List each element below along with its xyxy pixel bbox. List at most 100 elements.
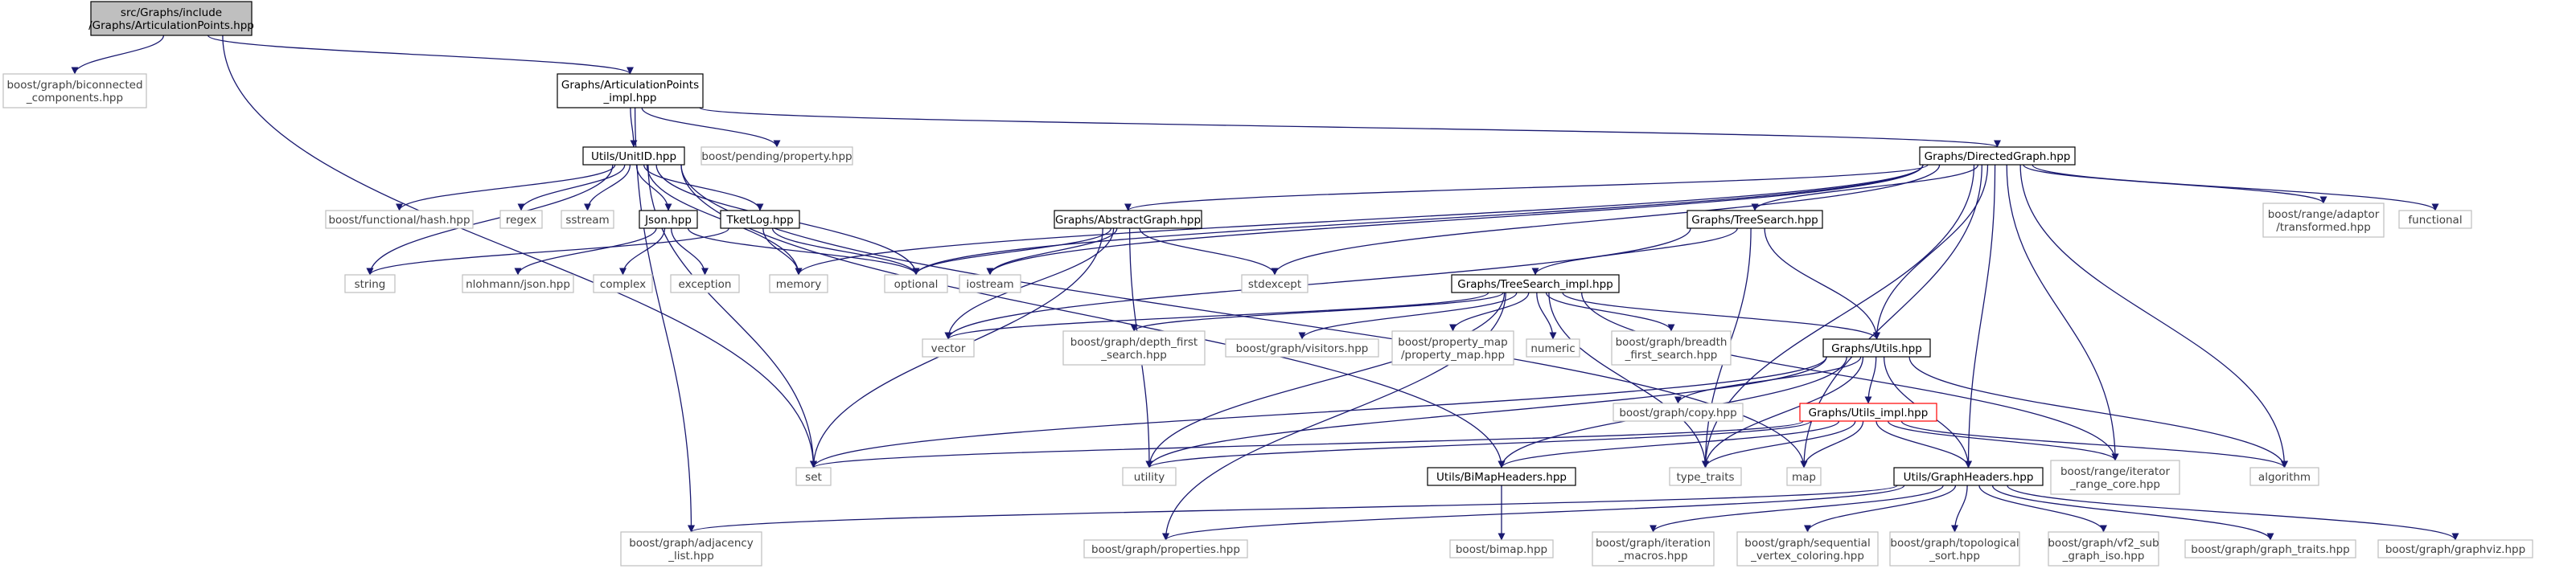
edge-unitid-to-string bbox=[366, 164, 614, 276]
node-box-json[interactable] bbox=[639, 210, 698, 229]
node-label-abstractgraph-line-0: Graphs/AbstractGraph.hpp bbox=[1055, 214, 1201, 227]
node-bfs: boost/graph/breadth_first_search.hpp bbox=[1611, 330, 1732, 366]
node-box-seq_vertex_coloring bbox=[1736, 531, 1879, 567]
edge-graphheaders-to-graph_traits bbox=[1991, 485, 2274, 541]
node-box-utils_impl[interactable] bbox=[1799, 403, 1937, 422]
node-graphs_utils[interactable]: Graphs/Utils.hpp bbox=[1822, 338, 1931, 358]
node-label-root-line-1: /Graphs/ArticulationPoints.hpp bbox=[88, 19, 254, 32]
node-sstream: sstream bbox=[561, 210, 614, 229]
node-box-complex bbox=[593, 274, 653, 293]
node-graph_copy: boost/graph/copy.hpp bbox=[1613, 403, 1744, 422]
node-box-range_core bbox=[2050, 460, 2180, 495]
node-box-treesearch_impl[interactable] bbox=[1451, 274, 1620, 293]
edge-ap_impl-to-directedgraph bbox=[699, 107, 2001, 148]
node-vf2: boost/graph/vf2_sub_graph_iso.hpp bbox=[2048, 531, 2159, 567]
node-box-vector bbox=[922, 338, 975, 358]
node-box-pending_property bbox=[700, 146, 853, 166]
edge-directedgraph-to-graphheaders bbox=[1965, 164, 1996, 468]
node-box-type_traits bbox=[1669, 467, 1742, 486]
edge-utils_impl-to-bimapheaders bbox=[1498, 420, 1840, 468]
node-exception: exception bbox=[670, 274, 740, 293]
edge-unitid-to-regex bbox=[517, 164, 626, 211]
node-box-graphviz bbox=[2377, 539, 2533, 558]
edge-directedgraph-to-optional bbox=[912, 164, 1924, 276]
node-abstractgraph[interactable]: Graphs/AbstractGraph.hpp bbox=[1054, 210, 1202, 229]
edge-ap_impl-to-adjacency_list bbox=[634, 107, 695, 533]
node-box-directedgraph[interactable] bbox=[1919, 146, 2076, 166]
node-box-abstractgraph[interactable] bbox=[1054, 210, 1202, 229]
node-utils_impl[interactable]: Graphs/Utils_impl.hpp bbox=[1799, 403, 1937, 422]
node-type_traits: type_traits bbox=[1669, 467, 1742, 486]
node-box-graphs_utils[interactable] bbox=[1822, 338, 1931, 358]
node-box-bimapheaders[interactable] bbox=[1427, 467, 1576, 486]
node-box-treesearch[interactable] bbox=[1687, 210, 1823, 229]
node-visitors: boost/graph/visitors.hpp bbox=[1225, 338, 1379, 358]
edge-treesearch_impl-to-type_traits bbox=[1548, 292, 1709, 468]
node-box-dfs bbox=[1062, 330, 1206, 366]
node-bimapheaders[interactable]: Utils/BiMapHeaders.hpp bbox=[1427, 467, 1576, 486]
node-label-treesearch_impl-line-0: Graphs/TreeSearch_impl.hpp bbox=[1457, 278, 1613, 291]
node-label-map-line-0: map bbox=[1792, 471, 1816, 484]
edge-treesearch_impl-to-graph_properties bbox=[1162, 292, 1506, 541]
edge-utils_impl-to-set bbox=[810, 420, 1804, 468]
edge-treesearch_impl-to-graphs_utils bbox=[1562, 292, 1880, 340]
node-box-property_map bbox=[1391, 330, 1514, 366]
node-box-graph_properties bbox=[1083, 539, 1248, 558]
node-range_core: boost/range/iterator_range_core.hpp bbox=[2050, 460, 2180, 495]
node-box-graphheaders[interactable] bbox=[1893, 467, 2044, 486]
edge-unitid-to-functional_hash bbox=[396, 164, 616, 211]
node-pending_property: boost/pending/property.hpp bbox=[700, 146, 853, 166]
node-label-biconnected-line-1: _components.hpp bbox=[26, 92, 123, 104]
node-json[interactable]: Json.hpp bbox=[639, 210, 698, 229]
edge-graphheaders-to-seq_vertex_coloring bbox=[1804, 485, 1957, 533]
node-ap_impl[interactable]: Graphs/ArticulationPoints_impl.hpp bbox=[557, 73, 704, 108]
edge-directedgraph-to-functional bbox=[2032, 164, 2439, 211]
node-label-memory-line-0: memory bbox=[776, 278, 821, 291]
node-directedgraph[interactable]: Graphs/DirectedGraph.hpp bbox=[1919, 146, 2076, 166]
node-box-bfs bbox=[1611, 330, 1732, 366]
node-label-bfs-line-1: _first_search.hpp bbox=[1625, 349, 1718, 362]
node-label-iteration_macros-line-0: boost/graph/iteration bbox=[1596, 537, 1711, 550]
node-stdexcept: stdexcept bbox=[1241, 274, 1309, 293]
edge-tketlog-to-memory bbox=[762, 227, 803, 276]
edge-graphs_utils-to-algorithm bbox=[1908, 356, 2288, 468]
node-label-seq_vertex_coloring-line-1: _vertex_coloring.hpp bbox=[1750, 550, 1864, 563]
node-label-unitid-line-0: Utils/UnitID.hpp bbox=[591, 150, 676, 163]
node-range_transformed: boost/range/adaptor/transformed.hpp bbox=[2262, 203, 2385, 238]
node-label-topological_sort-line-1: _sort.hpp bbox=[1929, 550, 1980, 563]
node-graphheaders[interactable]: Utils/GraphHeaders.hpp bbox=[1893, 467, 2044, 486]
edge-utils_impl-to-utility bbox=[1145, 420, 1812, 468]
node-box-root[interactable] bbox=[90, 1, 253, 36]
node-treesearch[interactable]: Graphs/TreeSearch.hpp bbox=[1687, 210, 1823, 229]
node-label-graphviz-line-0: boost/graph/graphviz.hpp bbox=[2385, 543, 2525, 556]
node-box-ap_impl[interactable] bbox=[557, 73, 704, 108]
node-label-graph_properties-line-0: boost/graph/properties.hpp bbox=[1091, 543, 1240, 556]
node-box-biconnected bbox=[2, 73, 147, 108]
node-root[interactable]: src/Graphs/include/Graphs/ArticulationPo… bbox=[88, 1, 254, 36]
node-label-complex-line-0: complex bbox=[600, 278, 646, 291]
edge-directedgraph-to-memory bbox=[795, 164, 1924, 276]
node-tketlog[interactable]: TketLog.hpp bbox=[720, 210, 800, 229]
edge-utils_impl-to-type_traits bbox=[1702, 420, 1856, 468]
node-label-ap_impl-line-0: Graphs/ArticulationPoints bbox=[561, 79, 699, 92]
node-label-exception-line-0: exception bbox=[679, 278, 732, 291]
edge-directedgraph-to-iostream bbox=[986, 164, 1924, 276]
node-numeric: numeric bbox=[1526, 338, 1580, 358]
node-label-bfs-line-0: boost/graph/breadth bbox=[1616, 336, 1728, 349]
node-label-seq_vertex_coloring-line-0: boost/graph/sequential bbox=[1744, 537, 1870, 550]
edge-graphheaders-to-graph_properties bbox=[1162, 485, 1905, 541]
node-unitid[interactable]: Utils/UnitID.hpp bbox=[582, 146, 685, 166]
edge-ap_impl-to-pending_property bbox=[641, 107, 781, 148]
node-treesearch_impl[interactable]: Graphs/TreeSearch_impl.hpp bbox=[1451, 274, 1620, 293]
node-label-regex-line-0: regex bbox=[506, 214, 536, 227]
node-label-graphs_utils-line-0: Graphs/Utils.hpp bbox=[1831, 342, 1922, 355]
node-topological_sort: boost/graph/topological_sort.hpp bbox=[1889, 531, 2020, 567]
node-adjacency_list: boost/graph/adjacency_list.hpp bbox=[620, 531, 762, 567]
node-box-unitid[interactable] bbox=[582, 146, 685, 166]
edge-utils_impl-to-range_core bbox=[1887, 420, 2119, 461]
node-box-tketlog[interactable] bbox=[720, 210, 800, 229]
node-box-bimap bbox=[1449, 539, 1554, 558]
node-label-json-line-0: Json.hpp bbox=[644, 214, 692, 227]
node-box-adjacency_list bbox=[620, 531, 762, 567]
edge-graphheaders-to-graphviz bbox=[2007, 485, 2459, 541]
